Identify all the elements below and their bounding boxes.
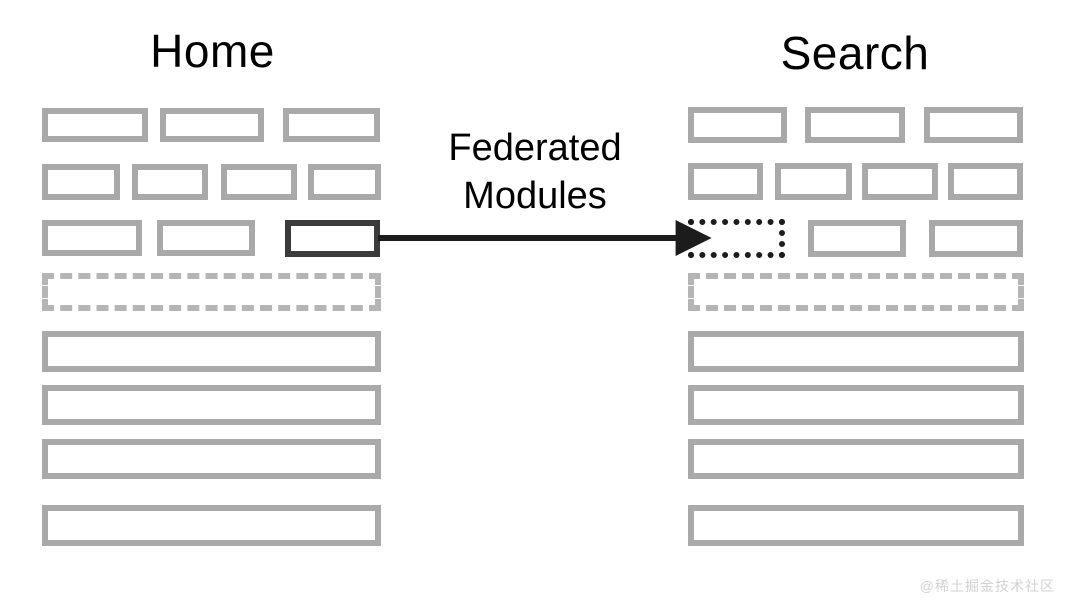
page-title-search: Search [780,27,930,79]
connector-label: Federated Modules [448,127,622,217]
watermark: @稀土掘金技术社区 [919,578,1055,594]
search-tile-2-1[interactable] [688,163,763,200]
home-tile-2-2[interactable] [132,164,208,200]
home-tile-1-1[interactable] [42,108,148,142]
search-tile-3-1[interactable] [688,219,785,258]
search-tile-1-1[interactable] [688,107,787,143]
search-tile-1-2[interactable] [805,107,905,143]
home-tile-3-1[interactable] [42,220,142,256]
home-bar-3[interactable] [42,439,381,479]
home-tile-1-3[interactable] [283,108,380,142]
home-tile-3-2[interactable] [157,220,255,256]
home-tile-2-4[interactable] [308,164,381,200]
page-title-home: Home [150,25,275,77]
search-tile-2-4[interactable] [948,163,1023,200]
home-bar-2[interactable] [42,385,381,425]
search-tile-3-2[interactable] [808,220,906,257]
search-tile-1-3[interactable] [924,107,1023,143]
search-bar-4[interactable] [688,505,1024,546]
search-bar-3[interactable] [688,439,1024,479]
home-tile-3-3[interactable] [285,220,380,257]
search-tile-3-3[interactable] [929,220,1023,257]
search-bar-1[interactable] [688,331,1024,372]
search-bar-dashed[interactable] [688,273,1024,311]
home-tile-1-2[interactable] [160,108,264,142]
home-bar-4[interactable] [42,505,381,546]
home-tile-2-3[interactable] [221,164,297,200]
home-tile-2-1[interactable] [42,164,120,200]
search-bar-2[interactable] [688,385,1024,425]
search-tile-2-2[interactable] [775,163,852,200]
home-bar-1[interactable] [42,331,381,372]
home-bar-dashed[interactable] [42,273,381,311]
search-tile-2-3[interactable] [862,163,938,200]
